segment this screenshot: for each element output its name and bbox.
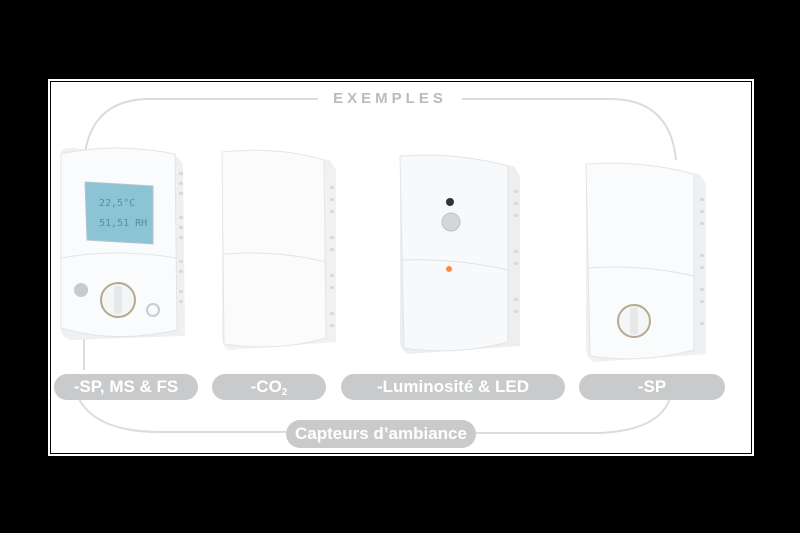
label-co2-main: -CO	[250, 377, 282, 396]
device-light-sensor	[399, 154, 520, 354]
examples-title: EXEMPLES	[333, 90, 447, 107]
led-icon	[446, 266, 452, 272]
lcd-screen: 22,5°C 51,51 RH	[84, 181, 154, 245]
button-icon	[146, 303, 160, 317]
svg-text:51,51 RH: 51,51 RH	[99, 218, 147, 229]
logo-icon	[74, 283, 88, 297]
label-co2: -CO2	[212, 374, 326, 400]
device-co2-sensor	[221, 149, 336, 350]
label-sp-ms-fs: -SP, MS & FS	[54, 374, 198, 400]
motion-sensor-icon	[441, 212, 461, 232]
device-setpoint-sensor	[585, 162, 706, 362]
device-display-thermostat: 22,5°C 51,51 RH	[60, 147, 185, 340]
label-sp: -SP	[579, 374, 725, 400]
ambient-sensors-label: Capteurs d’ambiance	[286, 420, 476, 448]
label-luminosity-led: -Luminosité & LED	[341, 374, 565, 400]
label-co2-sub: 2	[281, 387, 288, 398]
light-sensor-icon	[446, 198, 454, 206]
svg-text:22,5°C: 22,5°C	[99, 198, 135, 209]
